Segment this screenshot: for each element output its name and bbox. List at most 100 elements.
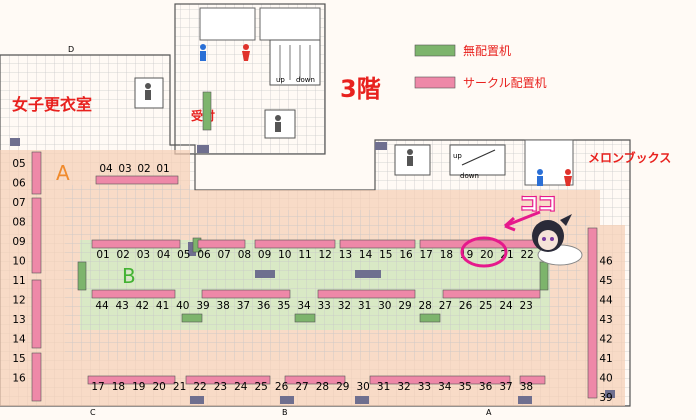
desk-row-a-right xyxy=(587,227,598,399)
circle-desks xyxy=(31,151,598,402)
desk-number: 33 xyxy=(318,300,331,312)
desk-number: 39 xyxy=(196,300,209,312)
desk-number: 01 xyxy=(96,249,109,261)
desk-number: 04 xyxy=(99,163,113,175)
callout-arrow xyxy=(504,210,541,228)
desk-number: 19 xyxy=(132,381,145,393)
desk-number: 13 xyxy=(12,314,25,326)
desk-number: 03 xyxy=(137,249,150,261)
desk-row-b-bottom xyxy=(317,289,416,299)
desk-number: 23 xyxy=(214,381,227,393)
legend-no-circle-swatch xyxy=(414,44,456,57)
desk-number: 38 xyxy=(520,381,533,393)
stair-down-label: down xyxy=(296,76,315,84)
desk-number: 22 xyxy=(193,381,206,393)
legend-circle-swatch xyxy=(414,76,456,89)
desk-row-b-top xyxy=(254,239,336,249)
desk-number: 14 xyxy=(12,334,26,346)
desk-number: 27 xyxy=(439,300,452,312)
desk-row-b-bottom xyxy=(91,289,176,299)
callout-text: ココ xyxy=(520,194,556,215)
desk-number: 05 xyxy=(12,158,25,170)
desk-row-a-left xyxy=(31,197,42,274)
desk-number: 06 xyxy=(12,178,26,190)
desk-number: 17 xyxy=(420,249,433,261)
column-label-b: B xyxy=(282,408,288,417)
desk-number: 16 xyxy=(399,249,413,261)
desk-row-b-top xyxy=(419,239,541,249)
desk-number: 26 xyxy=(459,300,473,312)
desk-number: 12 xyxy=(12,295,25,307)
desk-number: 44 xyxy=(599,295,613,307)
character-mascot-icon xyxy=(532,214,583,266)
desk-number: 29 xyxy=(336,381,349,393)
desk-number: 09 xyxy=(12,236,25,248)
desk-number: 32 xyxy=(397,381,410,393)
desk-number: 11 xyxy=(12,275,25,287)
desk-number: 42 xyxy=(136,300,149,312)
desk-number: 10 xyxy=(12,256,25,268)
desk-number: 28 xyxy=(419,300,432,312)
column-label-d: D xyxy=(68,45,74,54)
desk-number: 04 xyxy=(157,249,171,261)
desk-number: 29 xyxy=(398,300,411,312)
desk-number: 35 xyxy=(277,300,290,312)
desk-number: 37 xyxy=(237,300,250,312)
desk-number: 08 xyxy=(238,249,251,261)
desk-row-b-top xyxy=(197,239,246,249)
desk-number: 25 xyxy=(255,381,268,393)
desk-number: 38 xyxy=(217,300,230,312)
desk-row-a-bottom xyxy=(369,375,511,385)
desk-row-b-top xyxy=(339,239,416,249)
elevator-icon xyxy=(145,83,413,166)
desk-number: 14 xyxy=(359,249,373,261)
service-core xyxy=(134,7,574,186)
desk-number: 31 xyxy=(377,381,390,393)
arrow-head-icon xyxy=(504,216,516,232)
desk-number: 15 xyxy=(379,249,392,261)
desk-number: 35 xyxy=(459,381,472,393)
desk-number: 07 xyxy=(12,197,25,209)
desk-number: 20 xyxy=(153,381,166,393)
desk-number: 24 xyxy=(499,300,513,312)
desk-number: 45 xyxy=(599,275,612,287)
desk-number: 34 xyxy=(438,381,452,393)
desk-number: 24 xyxy=(234,381,248,393)
floor-label: 3階 xyxy=(340,75,381,103)
stair-up-label-2: up xyxy=(453,152,462,160)
desk-number: 17 xyxy=(91,381,104,393)
desk-row-a-top xyxy=(95,175,179,185)
desk-number: 30 xyxy=(378,300,391,312)
legend-no-circle-label: 無配置机 xyxy=(463,43,511,58)
desk-number: 34 xyxy=(297,300,311,312)
desk-number: 28 xyxy=(316,381,329,393)
desk-number: 01 xyxy=(156,163,169,175)
column-label-a: A xyxy=(486,408,492,417)
desk-number: 18 xyxy=(440,249,453,261)
desk-number: 39 xyxy=(599,392,612,404)
desk-number: 18 xyxy=(112,381,125,393)
restroom-icon xyxy=(200,44,572,186)
desk-number: 33 xyxy=(418,381,431,393)
legend-circle-label: サークル配置机 xyxy=(463,76,547,90)
block-a-label: A xyxy=(56,161,70,185)
desk-number: 43 xyxy=(116,300,129,312)
desk-number: 43 xyxy=(599,314,612,326)
desk-number: 30 xyxy=(357,381,370,393)
desk-number: 16 xyxy=(12,373,26,385)
desk-number: 06 xyxy=(197,249,211,261)
block-b-label: B xyxy=(122,264,136,288)
desk-number: 10 xyxy=(278,249,291,261)
desk-number: 09 xyxy=(258,249,271,261)
desk-number: 15 xyxy=(12,353,25,365)
womens-changing-room-label: 女子更衣室 xyxy=(12,95,92,114)
reception-desk xyxy=(202,91,212,131)
desk-number: 12 xyxy=(319,249,332,261)
desk-number: 07 xyxy=(218,249,231,261)
desk-number: 36 xyxy=(479,381,493,393)
melonbooks-label: メロンブックス xyxy=(588,150,671,165)
desk-row-a-bottom xyxy=(284,375,346,385)
stair-up-label: up xyxy=(276,76,285,84)
desk-number: 44 xyxy=(95,300,109,312)
